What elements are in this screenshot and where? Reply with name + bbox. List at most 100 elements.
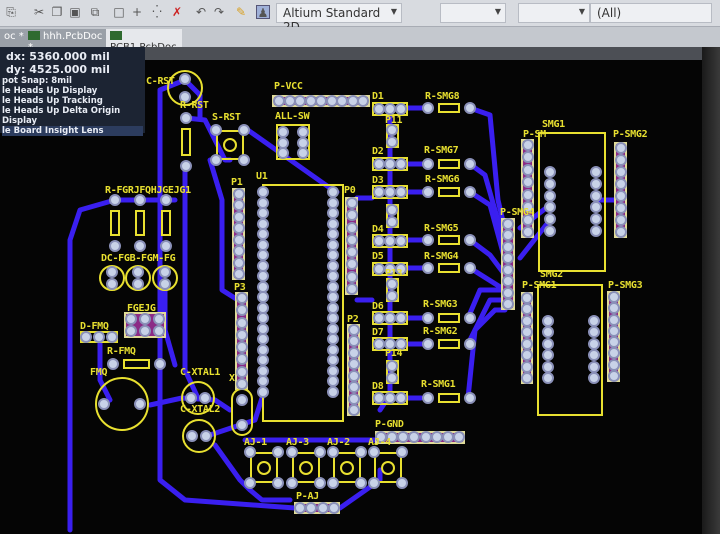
pad[interactable] [244, 446, 256, 458]
pad[interactable] [139, 313, 151, 325]
pad[interactable] [464, 262, 476, 274]
pad[interactable] [236, 394, 248, 406]
pad[interactable] [544, 213, 556, 226]
pad[interactable] [386, 372, 398, 384]
pad[interactable] [375, 431, 387, 443]
pad[interactable] [347, 369, 360, 382]
pad[interactable] [464, 392, 476, 404]
pad[interactable] [327, 477, 339, 489]
pad[interactable] [345, 221, 358, 234]
pad[interactable] [179, 73, 191, 85]
pad[interactable] [502, 286, 514, 299]
pad[interactable] [542, 337, 554, 350]
pad[interactable] [590, 225, 602, 237]
pad[interactable] [542, 372, 554, 384]
pad[interactable] [395, 392, 407, 404]
pad[interactable] [106, 331, 118, 343]
pad[interactable] [232, 268, 245, 280]
pad[interactable] [464, 158, 476, 170]
pad[interactable] [345, 270, 358, 283]
pad[interactable] [607, 336, 620, 349]
pad[interactable] [408, 431, 421, 443]
pad[interactable] [521, 337, 533, 350]
move-icon[interactable]: + [131, 5, 143, 19]
pad[interactable] [521, 360, 533, 373]
pad[interactable] [125, 313, 137, 325]
pad[interactable] [607, 313, 620, 326]
pad[interactable] [464, 234, 476, 246]
pad[interactable] [502, 252, 514, 265]
pad[interactable] [210, 124, 222, 136]
pad[interactable] [395, 338, 407, 350]
pad[interactable] [502, 218, 514, 230]
pad[interactable] [544, 166, 556, 178]
pencil-icon[interactable]: ✎ [235, 5, 247, 19]
pad[interactable] [502, 275, 514, 288]
pad[interactable] [430, 431, 443, 443]
paste-icon[interactable]: ⎘ [6, 5, 16, 19]
pad[interactable] [397, 431, 410, 443]
pad[interactable] [153, 325, 165, 337]
pad[interactable] [544, 225, 556, 237]
pad[interactable] [386, 431, 399, 443]
pad[interactable] [160, 194, 172, 206]
pad[interactable] [542, 360, 554, 373]
pad[interactable] [328, 502, 340, 514]
pad[interactable] [386, 360, 398, 372]
hud-menu-item[interactable]: le Board Insight Lens [2, 126, 143, 136]
pad[interactable] [345, 197, 358, 209]
pad[interactable] [588, 315, 600, 327]
pad[interactable] [607, 347, 620, 360]
pad[interactable] [464, 338, 476, 350]
pad[interactable] [590, 189, 602, 202]
pad[interactable] [153, 313, 165, 325]
pad[interactable] [232, 222, 245, 235]
pad[interactable] [386, 124, 398, 136]
pad[interactable] [357, 95, 369, 107]
pad[interactable] [286, 446, 298, 458]
pad[interactable] [386, 136, 398, 148]
rubber-stamp-icon[interactable]: ⧉ [90, 5, 100, 19]
pad[interactable] [607, 370, 620, 382]
pad[interactable] [441, 431, 454, 443]
pad[interactable] [542, 315, 554, 327]
pad[interactable] [544, 201, 556, 214]
pad[interactable] [345, 233, 358, 246]
pad[interactable] [235, 304, 248, 317]
pad[interactable] [238, 154, 250, 166]
pad[interactable] [607, 291, 620, 303]
pad[interactable] [232, 233, 245, 246]
pad[interactable] [235, 353, 248, 366]
pad[interactable] [521, 303, 533, 316]
undo-icon[interactable]: ↶ [195, 5, 207, 19]
pad[interactable] [422, 338, 434, 350]
pad[interactable] [521, 349, 533, 362]
pad[interactable] [314, 446, 326, 458]
pad[interactable] [232, 210, 245, 223]
pad[interactable] [521, 201, 534, 214]
pad[interactable] [395, 103, 407, 115]
pad[interactable] [347, 404, 360, 416]
pad[interactable] [542, 326, 554, 339]
pad[interactable] [294, 502, 306, 514]
pad[interactable] [347, 392, 360, 405]
pad[interactable] [386, 278, 398, 290]
pad[interactable] [347, 346, 360, 359]
pad[interactable] [347, 381, 360, 394]
pad[interactable] [327, 446, 339, 458]
pad[interactable] [614, 142, 627, 154]
pad[interactable] [521, 226, 534, 238]
filter-select[interactable]: (All) [590, 3, 712, 23]
pad[interactable] [521, 176, 534, 189]
pad[interactable] [235, 378, 248, 390]
view-mode-select[interactable]: Altium Standard 2D▼ [276, 3, 402, 34]
pad[interactable] [180, 112, 192, 124]
pad[interactable] [422, 102, 434, 114]
pad[interactable] [235, 292, 248, 304]
pad[interactable] [277, 147, 289, 159]
pad[interactable] [272, 446, 284, 458]
pad[interactable] [395, 158, 407, 170]
pad[interactable] [232, 199, 245, 212]
pad[interactable] [502, 229, 514, 242]
tab-previous-doc[interactable]: oc * [0, 29, 30, 47]
